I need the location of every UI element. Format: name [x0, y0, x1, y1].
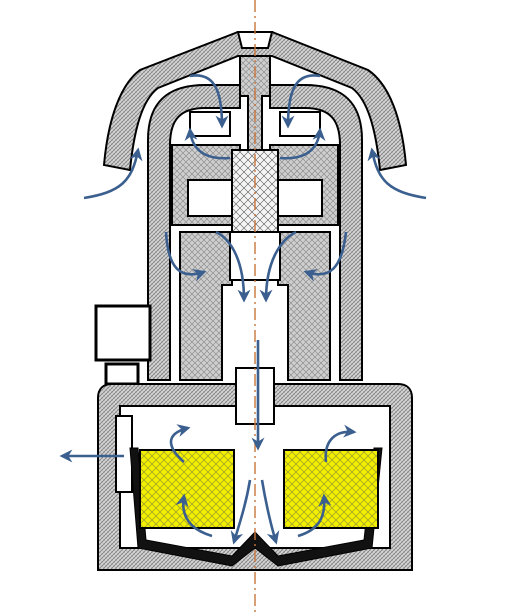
- left-filter: [139, 449, 235, 529]
- airflow-arrow-icon: [230, 479, 252, 545]
- center-core: [231, 149, 279, 233]
- base-tray: [129, 447, 383, 567]
- airflow-arrow-icon: [83, 147, 143, 200]
- airflow-arrow-icon: [297, 493, 332, 538]
- airflow-arrow-icon: [367, 147, 427, 200]
- airflow-arrow-icon: [279, 127, 326, 160]
- right-filter: [283, 449, 379, 529]
- airflow-arrow-icon: [189, 74, 229, 129]
- airflow-arrow-icon: [169, 424, 191, 463]
- airflow-arrow-icon: [164, 231, 207, 282]
- airflow-arrow-icon: [281, 74, 321, 129]
- airflow-arrow-icon: [324, 424, 357, 463]
- airflow-arrow-icon: [215, 230, 251, 303]
- airflow-arrow-icon: [303, 231, 348, 282]
- bottom-housing: [97, 383, 413, 571]
- side-attachments: [94, 304, 152, 386]
- airflow-arrow-icon: [175, 493, 213, 538]
- airflow-arrows: [59, 74, 427, 545]
- airflow-arrow-icon: [259, 230, 297, 303]
- airflow-arrow-icon: [260, 479, 280, 545]
- airflow-arrow-icon: [184, 127, 231, 160]
